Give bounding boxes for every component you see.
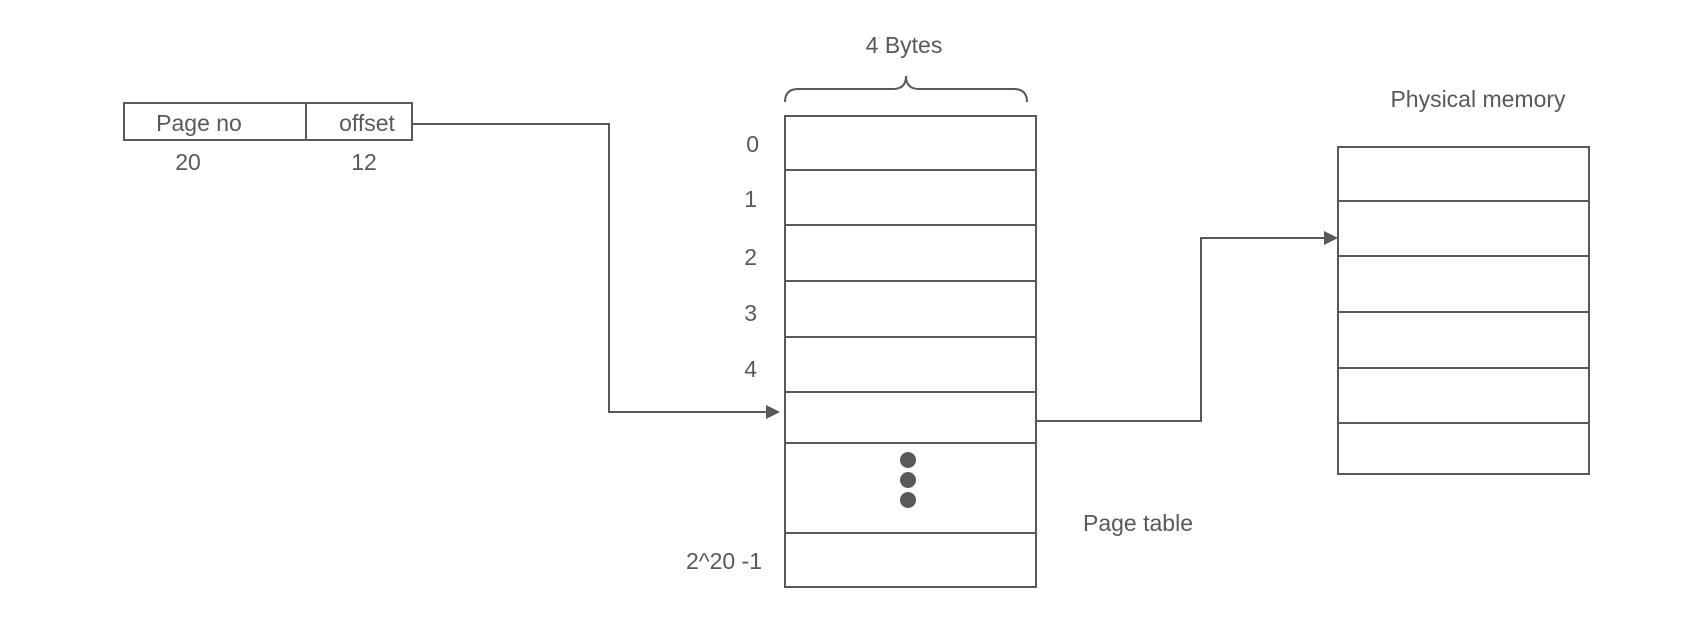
physical-memory: Physical memory [1337,86,1590,475]
row-index: 3 [744,300,757,326]
row-index: 1 [744,186,757,212]
row-index: 4 [744,356,757,382]
offset-bits: 12 [351,149,377,175]
page-no-bits: 20 [175,149,201,175]
row-index: 2 [744,244,757,270]
width-brace: 4 Bytes [784,32,1028,103]
row-index: 0 [746,131,759,157]
ellipsis-dot [900,492,916,508]
entry-to-memory-arrow [1036,231,1338,422]
page-table: 0 1 2 3 4 2^20 -1 Page table [686,115,1193,588]
offset-field [305,102,413,141]
ellipsis-dot [900,452,916,468]
address-to-entry-arrow [412,123,780,419]
virtual-address: Page no offset 20 12 [123,102,413,175]
offset-label: offset [339,110,395,136]
last-row-index: 2^20 -1 [686,548,762,574]
page-table-outline [784,115,1037,588]
page-no-field [123,102,307,141]
page-table-label: Page table [1083,510,1193,536]
physical-memory-outline [1337,146,1590,475]
ellipsis-dot [900,472,916,488]
physical-memory-label: Physical memory [1390,86,1566,112]
page-table-width-label: 4 Bytes [866,32,943,58]
page-no-label: Page no [156,110,242,136]
